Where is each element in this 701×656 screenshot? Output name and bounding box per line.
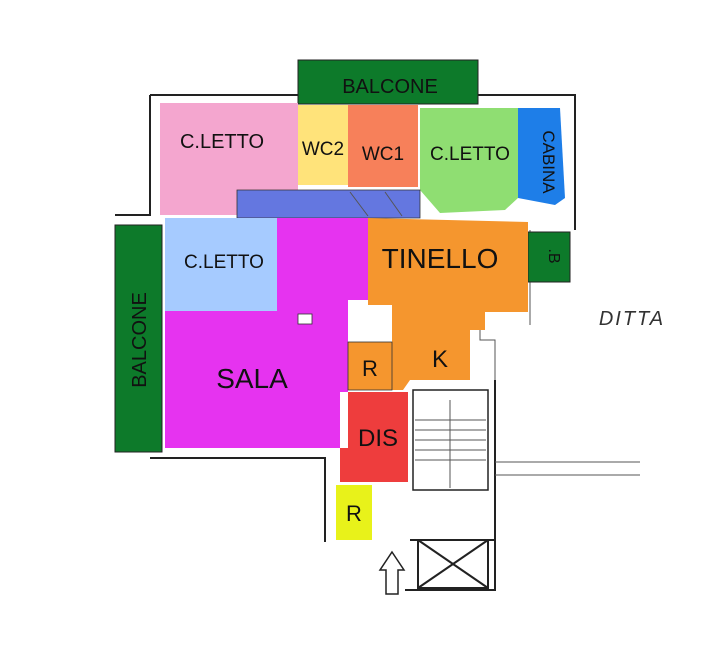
room-tinello: TINELLO bbox=[368, 218, 528, 390]
tinello-label: TINELLO bbox=[382, 243, 499, 274]
storage-2-label: R bbox=[346, 501, 362, 526]
balcone-top-label: BALCONE bbox=[342, 76, 438, 98]
room-bedroom-3: C.LETTO bbox=[165, 218, 277, 311]
sala-label: SALA bbox=[216, 363, 288, 394]
storage-1-label: R bbox=[362, 356, 378, 381]
kitchen-label: K bbox=[432, 346, 448, 373]
entrance-arrow-icon bbox=[378, 550, 406, 595]
room-wc2: WC2 bbox=[298, 105, 348, 185]
staircase bbox=[412, 389, 489, 491]
corridor bbox=[236, 189, 421, 219]
bedroom-3-label: C.LETTO bbox=[184, 252, 264, 273]
room-balcone-left: BALCONE bbox=[114, 224, 163, 453]
neighbor-label: DITTA bbox=[599, 308, 665, 330]
room-cabina: CABINA bbox=[518, 108, 565, 205]
dis-label: DIS bbox=[358, 425, 398, 452]
room-dis: DIS bbox=[340, 392, 408, 482]
room-small-balcony: .B bbox=[527, 231, 571, 283]
wc2-label: WC2 bbox=[302, 139, 344, 160]
room-wc1: WC1 bbox=[348, 105, 418, 187]
room-storage-2: R bbox=[336, 485, 372, 540]
wc1-label: WC1 bbox=[362, 144, 404, 165]
room-balcone-top: BALCONE bbox=[297, 59, 479, 105]
elevator-shaft bbox=[417, 539, 489, 589]
bedroom-2-label: C.LETTO bbox=[430, 144, 510, 165]
balcone-left-label: BALCONE bbox=[129, 292, 151, 388]
room-kitchen: K bbox=[432, 346, 448, 373]
room-bedroom-2: C.LETTO bbox=[420, 108, 518, 213]
small-balcony-label: .B bbox=[545, 248, 562, 263]
room-storage-1: R bbox=[347, 341, 393, 391]
cabina-label: CABINA bbox=[539, 130, 558, 194]
bedroom-1-label: C.LETTO bbox=[180, 131, 264, 153]
